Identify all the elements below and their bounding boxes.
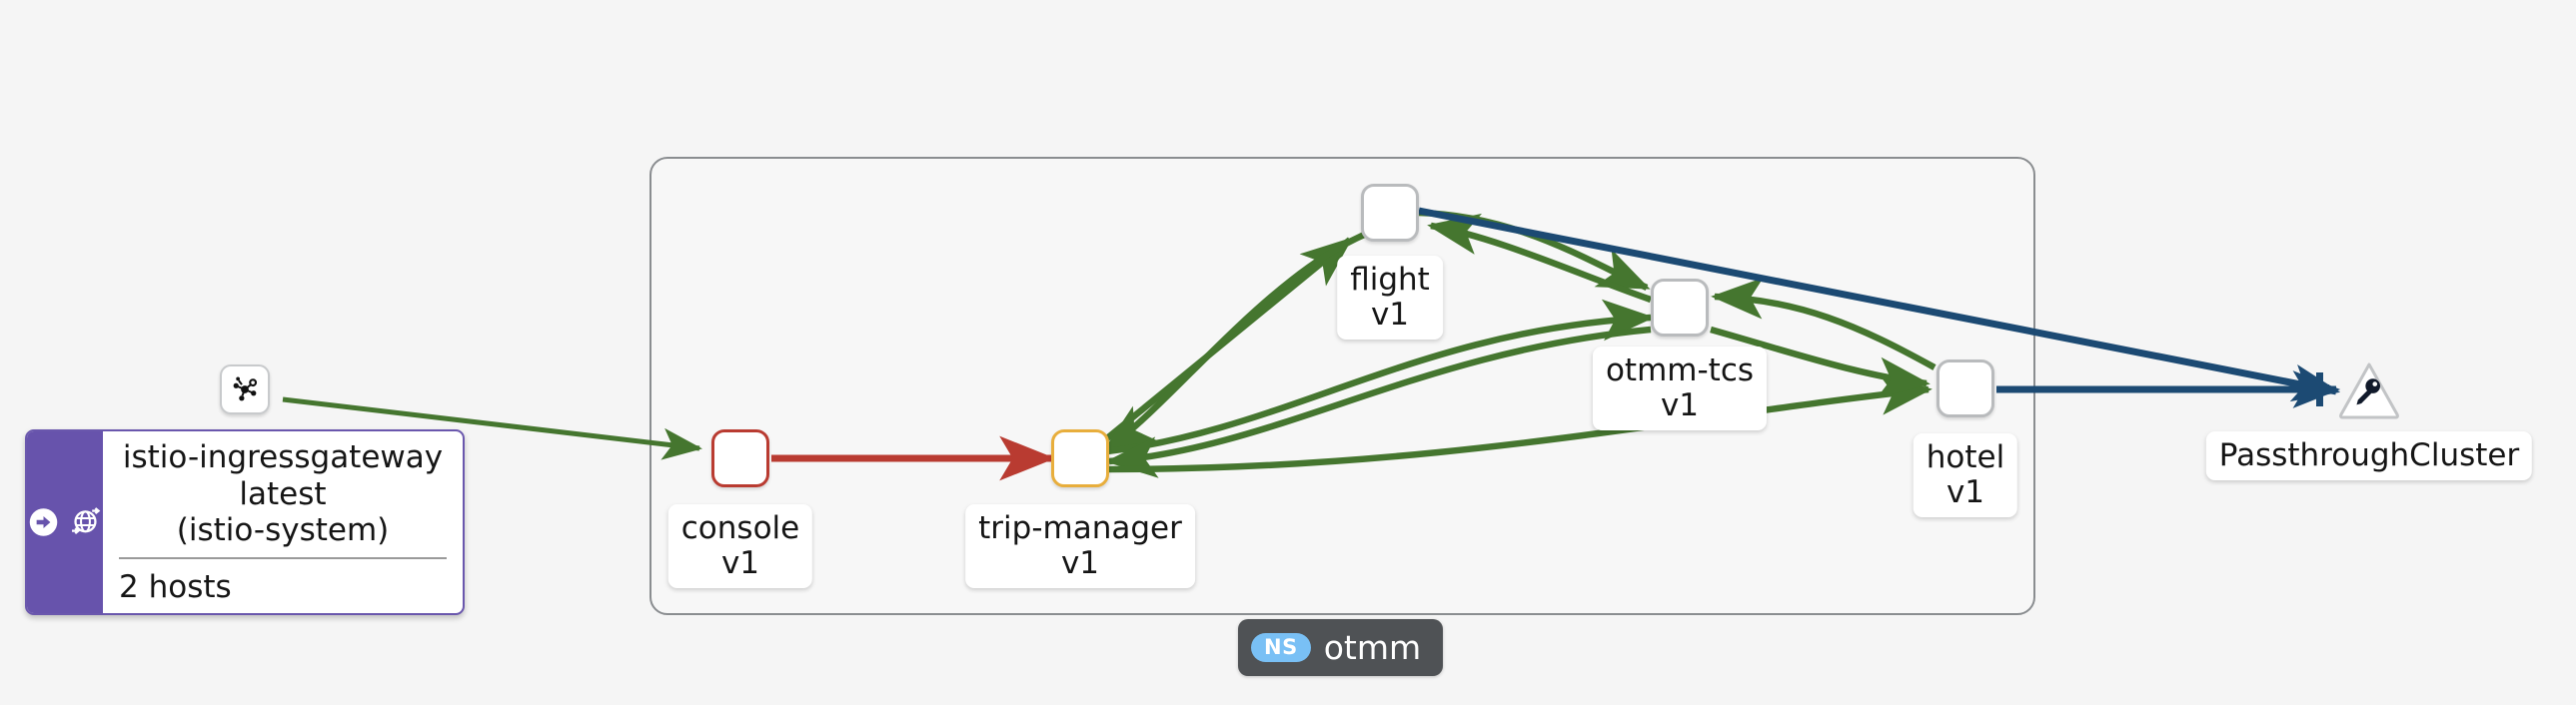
node-otmm-tcs[interactable] <box>1651 279 1709 337</box>
node-trip-manager[interactable] <box>1051 429 1109 487</box>
namespace-name: otmm <box>1323 628 1422 667</box>
namespace-pill: NS <box>1251 633 1311 662</box>
node-label-hotel: hotel v1 <box>1913 433 2018 518</box>
namespace-group-otmm[interactable] <box>649 157 2035 615</box>
node-hotel[interactable] <box>1936 359 1994 417</box>
gateway-title: istio-ingressgateway latest (istio-syste… <box>122 439 444 549</box>
node-label-trip-manager: trip-manager v1 <box>965 504 1195 589</box>
node-console[interactable] <box>711 429 769 487</box>
node-istio-ingressgateway[interactable]: istio-ingressgateway latest (istio-syste… <box>25 429 465 615</box>
node-passthroughcluster[interactable] <box>2338 361 2400 419</box>
node-flight[interactable] <box>1361 184 1419 242</box>
arrow-circle-right-icon <box>29 508 58 536</box>
key-icon <box>2356 378 2381 405</box>
node-label-console: console v1 <box>667 504 813 589</box>
gateway-card-body: istio-ingressgateway latest (istio-syste… <box>103 431 463 613</box>
node-label-otmm-tcs: otmm-tcs v1 <box>1592 347 1768 431</box>
namespace-badge-otmm[interactable]: NS otmm <box>1238 619 1444 676</box>
gateway-divider <box>119 556 447 559</box>
mesh-topology-icon <box>233 376 258 401</box>
passthrough-triangle-icon <box>2339 362 2399 419</box>
node-label-passthroughcluster: PassthroughCluster <box>2205 431 2533 481</box>
node-label-flight: flight v1 <box>1337 256 1443 341</box>
gateway-accent-strip <box>27 431 103 613</box>
mtls-lock-marker-icon <box>2310 372 2329 406</box>
gateway-hosts-count: 2 hosts <box>119 568 232 605</box>
mesh-topology-badge[interactable] <box>220 364 270 414</box>
globe-route-icon <box>72 507 101 535</box>
